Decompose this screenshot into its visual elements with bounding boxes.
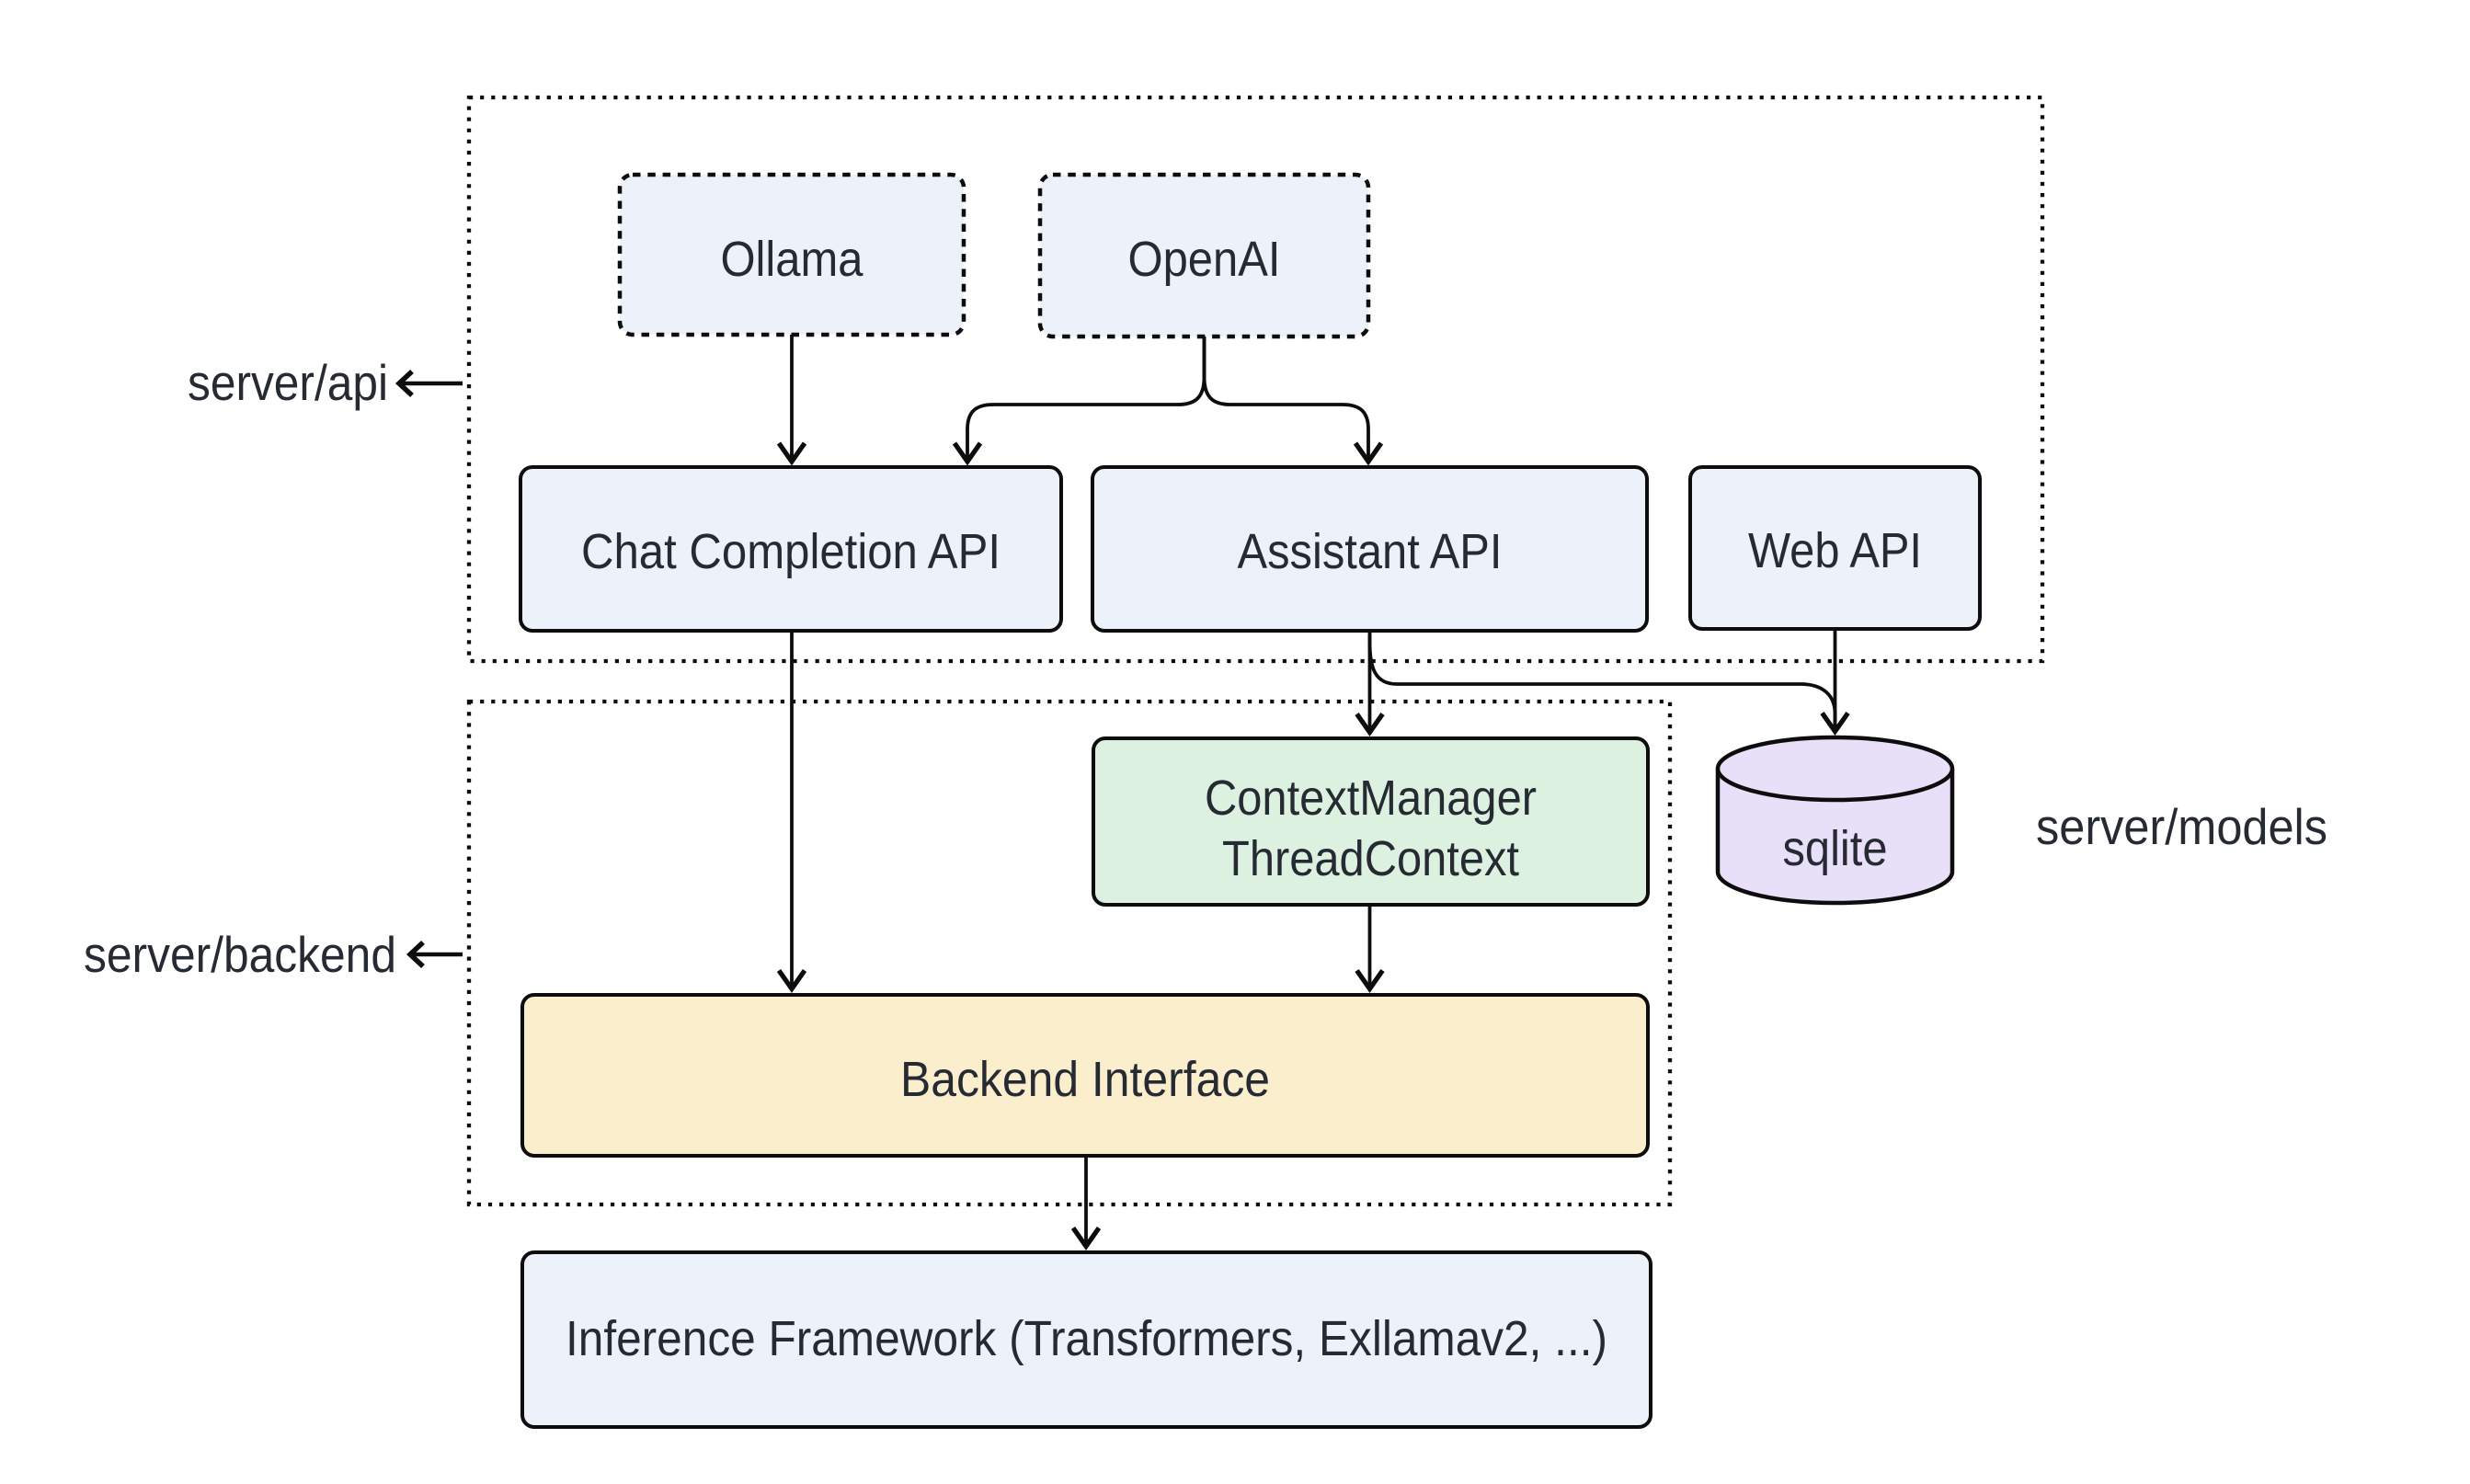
svg-text:server/backend: server/backend	[84, 926, 396, 983]
svg-text:Ollama: Ollama	[721, 232, 864, 287]
svg-text:ContextManager: ContextManager	[1205, 771, 1537, 826]
svg-text:Backend Interface: Backend Interface	[900, 1052, 1270, 1107]
svg-text:OpenAI: OpenAI	[1128, 232, 1281, 287]
svg-text:ThreadContext: ThreadContext	[1222, 831, 1519, 886]
svg-text:Web API: Web API	[1748, 523, 1922, 578]
svg-text:Assistant API: Assistant API	[1238, 524, 1503, 579]
svg-text:Chat Completion API: Chat Completion API	[581, 524, 1001, 579]
svg-text:sqlite: sqlite	[1783, 821, 1888, 876]
svg-text:server/api: server/api	[188, 354, 388, 411]
svg-text:Inference Framework (Transform: Inference Framework (Transformers, Exlla…	[566, 1311, 1607, 1366]
svg-text:server/models: server/models	[2036, 798, 2327, 855]
